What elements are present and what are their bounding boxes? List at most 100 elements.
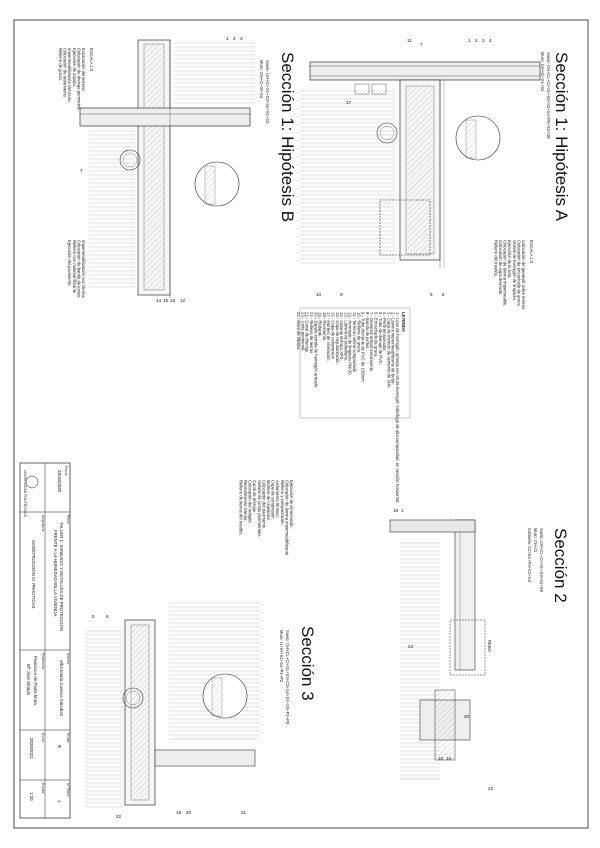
svg-text:22: 22 xyxy=(488,786,494,791)
legend-item-23: 23.- Junta perimetral. xyxy=(300,312,305,352)
svg-text:23: 23 xyxy=(408,644,414,649)
svg-text:5: 5 xyxy=(430,292,433,297)
svg-text:16: 16 xyxy=(170,298,176,303)
svg-text:6: 6 xyxy=(106,614,109,619)
s2-rebo-label: REBO xyxy=(487,640,492,653)
s3-note-8: Sellado de juntas perimetrales. xyxy=(257,480,262,538)
s3-note-10: Colocación del rodapié. xyxy=(248,480,253,524)
legend-item-6: 6.- Encachado de grava. xyxy=(374,312,379,358)
svg-text:16: 16 xyxy=(446,756,452,761)
s3-note-11: Revestimiento interior. xyxy=(243,480,248,521)
title-block: UNIVERSIDAD POLITÉCNICA Fecha: 28/10/202… xyxy=(19,462,71,819)
s1b-formula-1: Suelo: CH+Ci+S1+S3+S4+S1+S3 xyxy=(265,60,270,124)
s1a-escala: ESCALA 1:5 xyxy=(529,240,534,264)
s1b-note-3: Ejecución de zapata. xyxy=(72,48,77,87)
s3-formula-2: Muro: I1+IH+S1+S4+P1+P2 xyxy=(279,630,284,683)
legend-item-15: 15.- Capa de regularización. xyxy=(335,312,340,365)
s1a-drain-pipe xyxy=(376,122,398,144)
legend-item-3: 3.- Capa de mortero de cemento de 2cm. xyxy=(386,312,391,389)
legend-items: 1.- Losa de hormigón armado HA-25 de hor… xyxy=(296,312,400,503)
university-logo xyxy=(25,475,39,489)
s1b-escala: ESCALA 1:5 xyxy=(89,48,94,72)
legend-item-4: 4.- Perfil tensionador. xyxy=(382,312,387,352)
s1a-terrain xyxy=(300,90,395,265)
s3-note-6: Mortero de nivelación. xyxy=(266,480,271,521)
svg-text:19: 19 xyxy=(176,810,182,815)
s1a-notes: Colocación de geotextil sobre terreno. Co… xyxy=(493,240,526,311)
section-3: Sección 3 Suelo: CH+CL+CI+S1+S3+C3+S4+S1… xyxy=(85,480,317,819)
legend-item-14: 14.- Aislante térmico XPS. xyxy=(339,312,344,361)
s1a-note-6: Colocación de capa drenante. xyxy=(498,240,503,296)
autor-value: Alba María Cuenca Sánchez xyxy=(59,660,64,716)
s1b-slab xyxy=(79,107,251,127)
grupo-label: Grupo: xyxy=(66,733,70,743)
svg-text:22: 22 xyxy=(116,814,122,819)
s3-terrain xyxy=(85,630,123,810)
s3-note-4: Aislamiento térmico. xyxy=(275,480,280,518)
legend-item-22: 22.- Canal de drenaje. xyxy=(305,312,310,353)
legend-item-18: 18.- Pavimento. xyxy=(322,312,327,341)
legend-item-19: 19.- Rodapié. xyxy=(318,312,323,337)
s2-terrain xyxy=(400,540,440,780)
profesor-value-1: Francisco de Paula Mora xyxy=(33,656,38,705)
legend-item-21: 21.- Relleno de tierras. xyxy=(309,312,314,354)
s1a-callouts: 1 2 3 4 11 7 5 6 9 10 17 xyxy=(316,38,492,297)
legend-item-16: 16.- Capa de compresión. xyxy=(331,312,336,360)
svg-text:7: 7 xyxy=(420,42,423,47)
s2-formula-3: Cubierta: C2+E1+P4+C1+C4 xyxy=(527,528,532,583)
legend-item-1: 1.- Losa de hormigón armado HA-25 de hor… xyxy=(395,312,400,503)
s1a-note-5: Colocación de lámina impermeable. xyxy=(503,240,508,307)
svg-text:7: 7 xyxy=(80,168,83,173)
svg-text:21: 21 xyxy=(241,810,247,815)
s1b-note-5: Colocación de aislamiento. xyxy=(63,48,68,98)
legend-item-12: 12.- Hormigón de limpieza HM-20. xyxy=(348,312,353,376)
s3-note-3: Relleno y compactación. xyxy=(280,480,285,526)
legend-title: LEYENDA xyxy=(401,312,406,332)
s3-note-2: Colocación de lámina impermeabilizante. xyxy=(284,480,289,556)
escala-label: Escala: xyxy=(41,783,45,794)
svg-text:12: 12 xyxy=(180,298,186,303)
grupo-value: B xyxy=(57,745,62,748)
s1a-note-7: Relleno del trasdós. xyxy=(493,240,498,277)
s1b-lower-note-4: Ejecución del pavimento. xyxy=(67,240,72,287)
plano-num-label: Nº Plano: xyxy=(66,783,70,797)
s1b-note-2: Colocación de drenaje perimetral. xyxy=(76,48,81,111)
asignatura-value: CONSTRUCCIÓN IV. PRÁCTICAS xyxy=(31,540,36,608)
s3-note-12: Relleno de tierras del trasdós. xyxy=(238,480,243,536)
svg-text:17: 17 xyxy=(346,100,352,105)
s1b-detail-circle xyxy=(194,161,240,207)
svg-text:1: 1 xyxy=(226,36,229,41)
legend-box: LEYENDA 1.- Losa de hormigón armado HA-2… xyxy=(296,307,411,503)
svg-text:1: 1 xyxy=(401,508,404,513)
s1b-note-6: Relleno de grava. xyxy=(58,48,63,81)
svg-text:1: 1 xyxy=(468,38,471,43)
s3-slab xyxy=(154,749,256,767)
legend-item-2: 2.- Lámina impermeabilizante de betún. xyxy=(391,312,396,386)
s2-roof xyxy=(389,519,476,533)
s1b-formula-2: Muro: CH+Ci+Sl+S4 xyxy=(259,60,264,99)
s1b-notes-lower: Impermeabilización con lámina.Colocación… xyxy=(67,240,86,299)
legend-item-13: 13.- Lámina de polietileno. xyxy=(343,312,348,361)
s1b-drain-pipe xyxy=(119,149,141,171)
s1b-title: Sección 1: Hipótesis B xyxy=(278,52,297,222)
svg-text:3: 3 xyxy=(482,38,485,43)
svg-text:6: 6 xyxy=(442,292,445,297)
legend-item-8: 8.- Banda de juntas. xyxy=(365,312,370,349)
curso-label: Curso: xyxy=(41,733,45,743)
fecha-label: Fecha: xyxy=(64,466,68,476)
s2-slab xyxy=(454,519,476,671)
autor-label: Autor/a: xyxy=(66,653,70,665)
s1a-note-1: Colocación de geotextil sobre terreno. xyxy=(521,240,526,311)
s1a-title: Sección 1: Hipótesis A xyxy=(552,52,571,222)
s2-title: Sección 2 xyxy=(551,528,570,603)
svg-text:10: 10 xyxy=(316,292,322,297)
svg-text:5: 5 xyxy=(92,614,95,619)
s1b-notes: Excavación del terreno.Colocación de dre… xyxy=(58,48,86,111)
svg-text:19: 19 xyxy=(393,508,399,513)
curso-value: 2020/2021 xyxy=(29,738,34,759)
fecha-value: 28/10/2020 xyxy=(57,470,62,493)
svg-text:3: 3 xyxy=(240,36,243,41)
s3-formula-1: Suelo: CH+CL+CI+S1+S3+C3+S4+S1+S3+P1+P2 xyxy=(285,630,290,725)
s1a-footing xyxy=(379,199,431,256)
